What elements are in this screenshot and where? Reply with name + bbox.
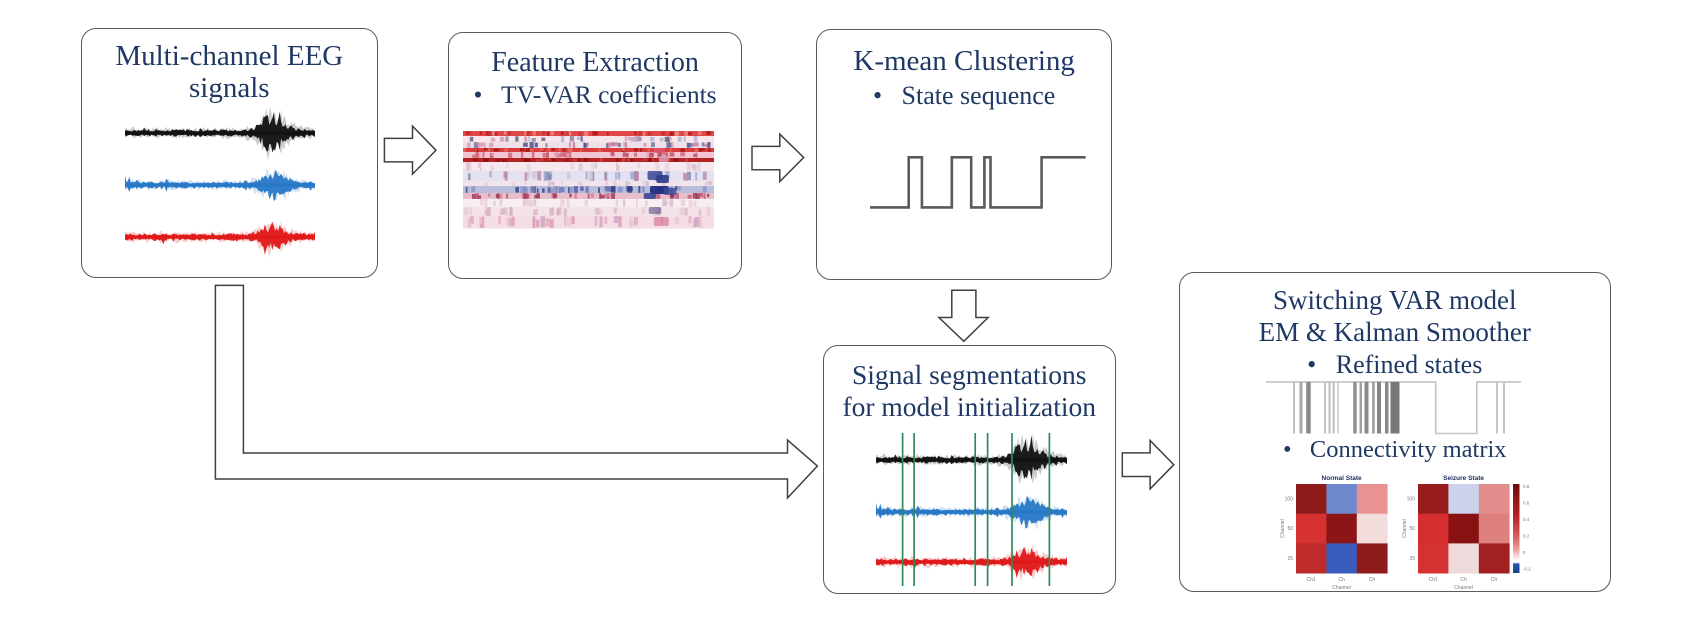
svg-text:Ch: Ch <box>1369 577 1376 583</box>
svg-text:25: 25 <box>1287 556 1293 562</box>
svg-text:Ch1: Ch1 <box>1429 577 1438 583</box>
svg-text:100: 100 <box>1285 496 1294 502</box>
svg-text:0.2: 0.2 <box>1523 534 1530 539</box>
svg-text:Ch: Ch <box>1491 577 1498 583</box>
svg-text:50: 50 <box>1409 526 1415 532</box>
svg-text:0: 0 <box>1523 550 1526 555</box>
svg-text:Ch1: Ch1 <box>1307 577 1316 583</box>
svg-text:50: 50 <box>1287 526 1293 532</box>
svg-text:0.6: 0.6 <box>1523 501 1530 506</box>
svg-text:Channel: Channel <box>1402 519 1408 538</box>
svg-text:Normal State: Normal State <box>1322 475 1362 482</box>
svg-text:25: 25 <box>1409 556 1415 562</box>
svg-text:0.4: 0.4 <box>1523 517 1530 522</box>
svg-text:Channel: Channel <box>1280 519 1286 538</box>
svg-text:-0.2: -0.2 <box>1523 567 1531 572</box>
svg-text:Ch: Ch <box>1338 577 1345 583</box>
svg-text:Channel: Channel <box>1454 585 1473 591</box>
svg-text:Seizure State: Seizure State <box>1443 475 1484 482</box>
svg-text:0.8: 0.8 <box>1523 484 1530 489</box>
svg-text:100: 100 <box>1407 496 1416 502</box>
svg-text:Ch: Ch <box>1460 577 1467 583</box>
svg-text:Channel: Channel <box>1332 585 1351 591</box>
